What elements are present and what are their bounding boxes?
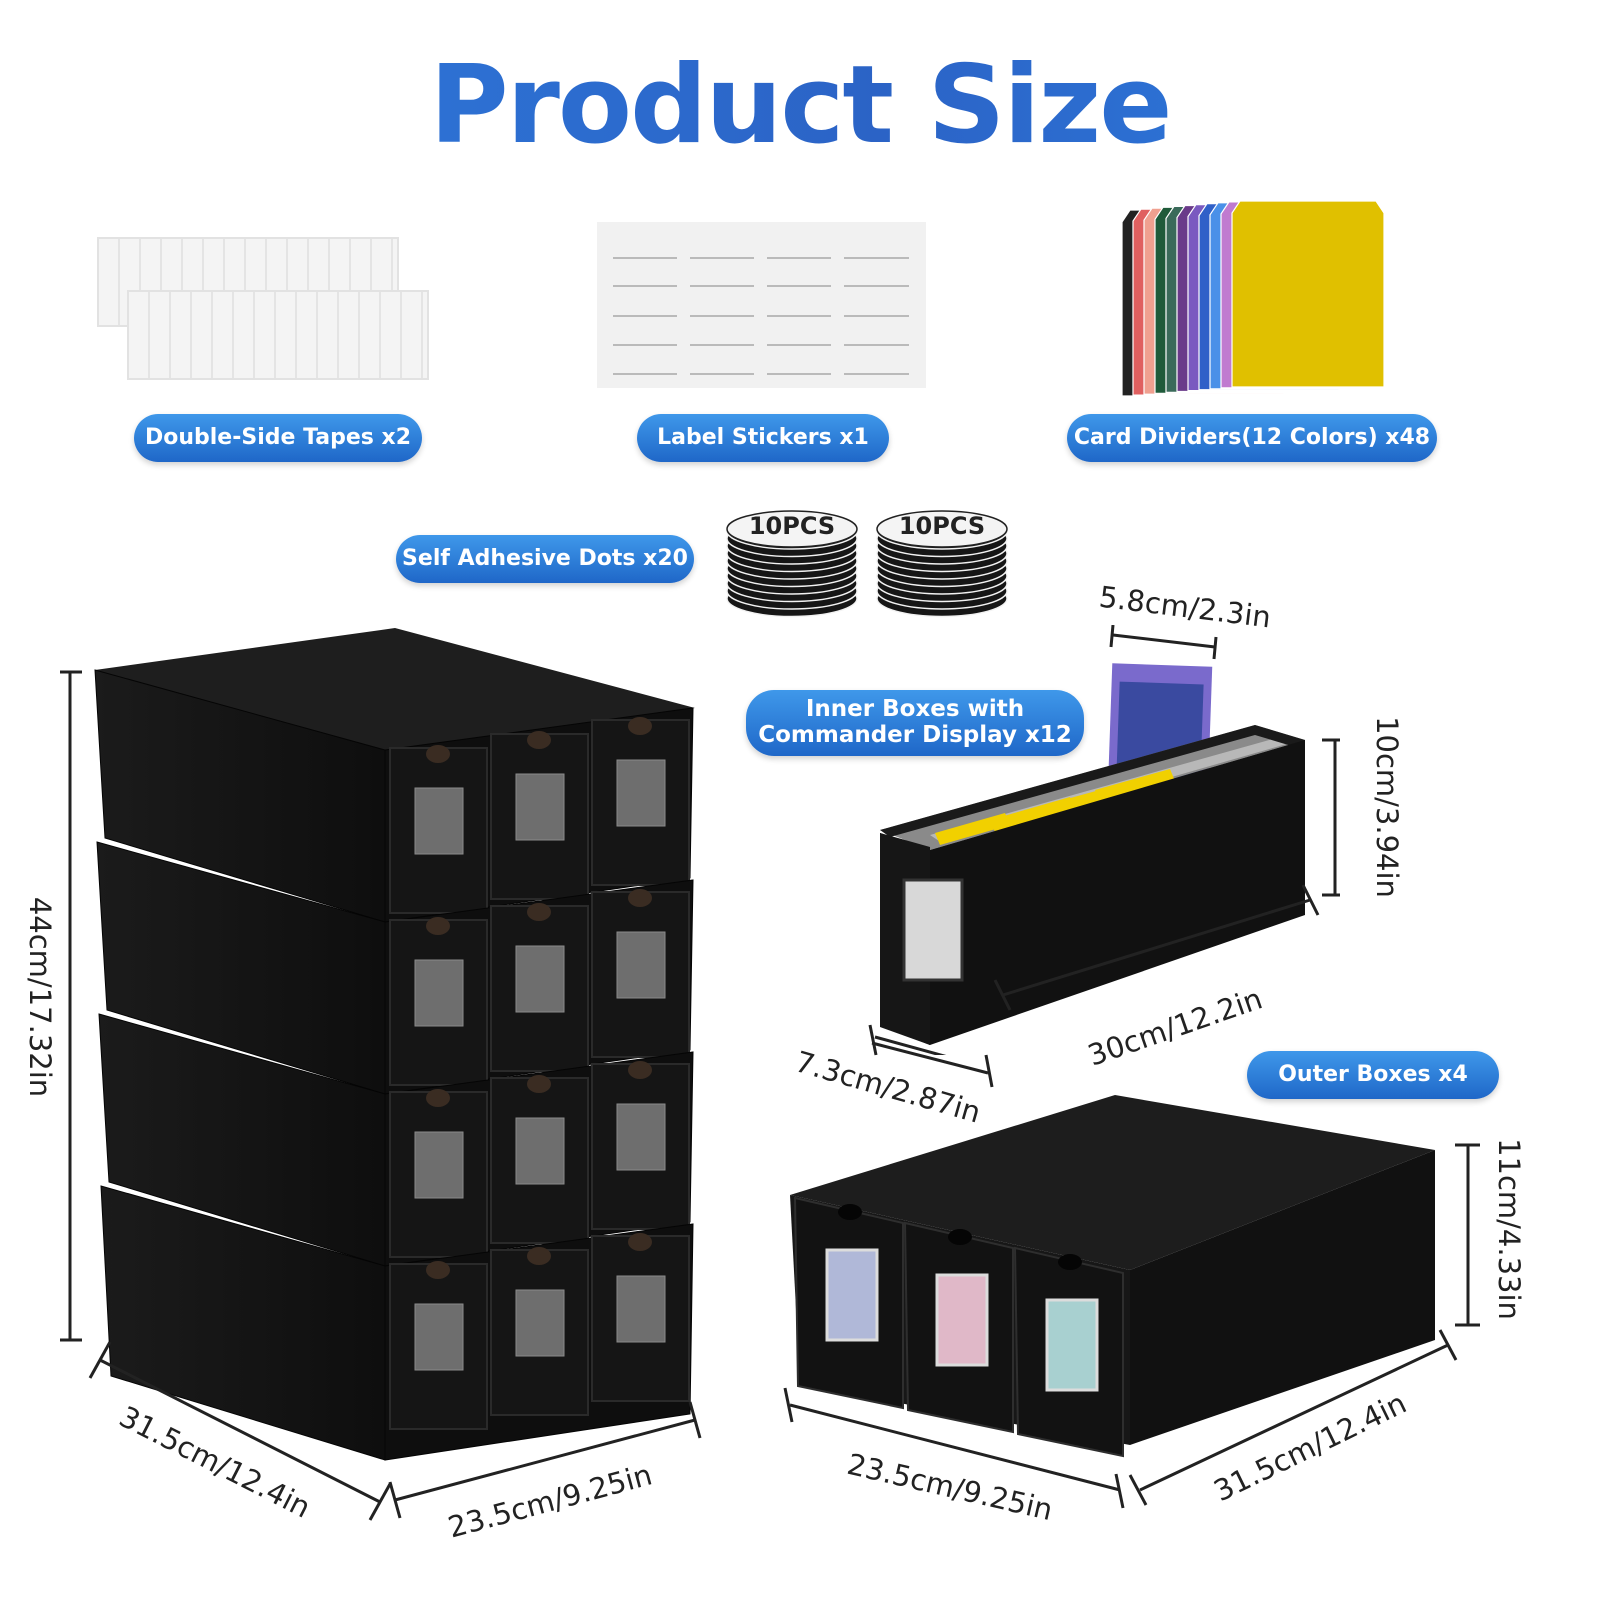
display-window [515, 945, 565, 1013]
inner-box-illustration [874, 625, 1340, 1055]
drawer-notch [426, 1089, 450, 1107]
page-title: Product Size [0, 52, 1600, 160]
stacked-outer-boxes [60, 628, 702, 1521]
display-window [515, 773, 565, 841]
display-window [616, 1103, 666, 1171]
drawer-notch [948, 1229, 972, 1245]
sticker-lines [613, 257, 909, 375]
display-window [414, 1303, 464, 1371]
card-display-window [1045, 1298, 1099, 1392]
drawer-notch [527, 1247, 551, 1265]
drawer-notch [426, 745, 450, 763]
card-display-window [825, 1248, 879, 1342]
dots-stack-b-count: 10PCS [898, 512, 986, 540]
adhesive-dot-top [726, 510, 858, 548]
tape-strip-front [127, 290, 429, 380]
display-window [414, 787, 464, 855]
card-display-window [935, 1273, 989, 1367]
inner-box-label: Inner Boxes with Commander Display x12 [746, 690, 1084, 756]
display-window [616, 759, 666, 827]
outer-box-height-dimension: 11cm/4.33in [1492, 1138, 1526, 1320]
card-divider [1231, 200, 1385, 388]
drawer-notch [527, 1075, 551, 1093]
inner-box-label-line2: Commander Display x12 [758, 722, 1072, 748]
drawer-notch [1058, 1254, 1082, 1270]
label-sticker-sheet [597, 222, 926, 388]
drawer-notch [628, 1233, 652, 1251]
display-window [616, 1275, 666, 1343]
tapes-label: Double-Side Tapes x2 [134, 414, 422, 462]
inner-box-drawer [389, 1091, 488, 1258]
drawer-notch [527, 731, 551, 749]
adhesive-dots-stack-a [726, 510, 858, 618]
drawer-notch [628, 889, 652, 907]
stickers-label: Label Stickers x1 [637, 414, 889, 462]
display-window [414, 959, 464, 1027]
drawer-notch [527, 903, 551, 921]
inner-box-label-line1: Inner Boxes with [805, 696, 1025, 723]
outer-box-illustration [783, 1095, 1480, 1509]
inner-box-depth-marker [868, 1024, 994, 1088]
drawer-notch [426, 1261, 450, 1279]
adhesive-dot-top [876, 510, 1008, 548]
dots-stack-a-count: 10PCS [748, 512, 836, 540]
drawer-notch [628, 717, 652, 735]
display-window [515, 1289, 565, 1357]
card-dividers-illustration [1121, 200, 1385, 397]
adhesive-dots-stack-b [876, 510, 1008, 618]
inner-box-height-dimension: 10cm/3.94in [1370, 716, 1404, 898]
drawer-notch [426, 917, 450, 935]
drawer-notch [838, 1204, 862, 1220]
drawer-notch [628, 1061, 652, 1079]
display-window [616, 931, 666, 999]
display-window [515, 1117, 565, 1185]
dividers-label: Card Dividers(12 Colors) x48 [1067, 414, 1437, 462]
display-window [414, 1131, 464, 1199]
outer-box-label: Outer Boxes x4 [1247, 1051, 1499, 1099]
stack-height-dimension: 44cm/17.32in [23, 896, 57, 1098]
dots-label: Self Adhesive Dots x20 [396, 535, 694, 583]
